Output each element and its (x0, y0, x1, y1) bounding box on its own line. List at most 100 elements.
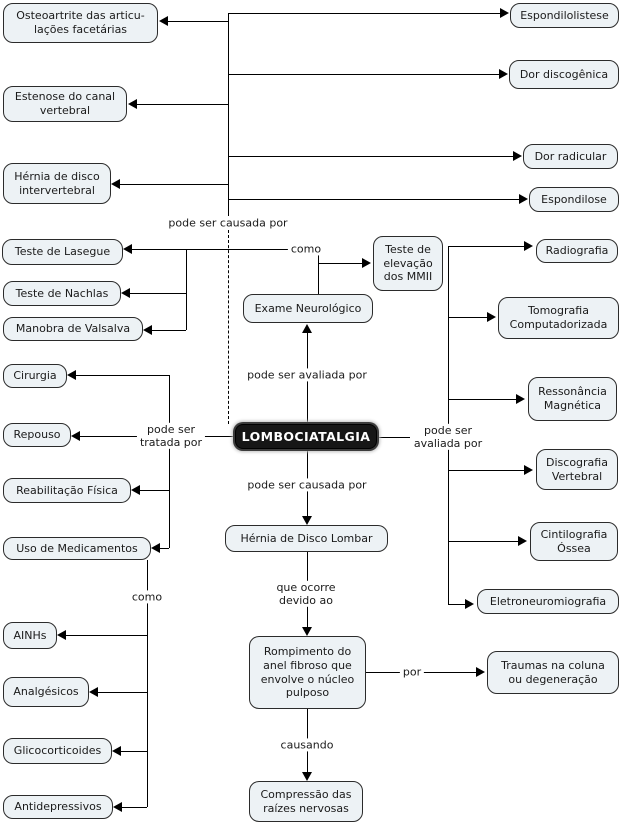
node-hernia-disco-intervertebral[interactable]: Hérnia de disco intervertebral (3, 163, 111, 204)
connector-line (377, 437, 410, 438)
arrowhead-icon (302, 772, 312, 781)
connector-line (137, 104, 228, 105)
arrowhead-icon (67, 370, 76, 380)
node-espondilolistese[interactable]: Espondilolistese (510, 3, 619, 28)
node-antidepressivos[interactable]: Antidepressivos (3, 795, 113, 819)
connector-line (448, 604, 466, 605)
node-cirurgia[interactable]: Cirurgia (3, 364, 67, 388)
connector-line (132, 249, 318, 250)
node-compressao-raizes-nervosas[interactable]: Compressão das raízes nervosas (249, 781, 363, 822)
connector-line (160, 548, 169, 549)
node-analgesicos[interactable]: Analgésicos (3, 677, 89, 707)
connector-line (98, 692, 147, 693)
arrowhead-icon (159, 16, 168, 26)
node-ressonancia-magnetica[interactable]: Ressonância Magnética (528, 377, 617, 421)
connector-line (130, 293, 186, 294)
connector-line (120, 184, 228, 185)
arrowhead-icon (71, 431, 80, 441)
arrowhead-icon (302, 516, 312, 525)
arrowhead-icon (518, 536, 527, 546)
connector-line (186, 249, 187, 330)
node-uso-de-medicamentos[interactable]: Uso de Medicamentos (3, 537, 151, 560)
arrowhead-icon (123, 244, 132, 254)
arrowhead-icon (513, 151, 522, 161)
arrowhead-icon (500, 8, 509, 18)
arrowhead-icon (524, 241, 533, 251)
connector-line (228, 74, 500, 75)
link-label-causada-baixo: pode ser causada por (244, 478, 370, 492)
node-reabilitacao-fisica[interactable]: Reabilitação Física (3, 478, 131, 503)
link-label-como-testes: como (287, 242, 325, 256)
arrowhead-icon (487, 312, 496, 322)
node-tomografia-computadorizada[interactable]: Tomografia Computadorizada (498, 297, 619, 339)
node-dor-discogenica[interactable]: Dor discogênica (509, 60, 619, 89)
node-traumas-degeneracao[interactable]: Traumas na coluna ou degeneração (487, 651, 619, 694)
link-label-como-medicamentos: como (128, 590, 166, 604)
node-teste-de-nachlas[interactable]: Teste de Nachlas (3, 281, 121, 306)
arrowhead-icon (131, 485, 140, 495)
arrowhead-icon (151, 543, 160, 553)
arrowhead-icon (121, 288, 130, 298)
arrowhead-icon (143, 325, 152, 335)
connector-line (448, 317, 488, 318)
connector-line (228, 13, 501, 14)
connector-line (318, 249, 319, 294)
arrowhead-icon (476, 667, 485, 677)
node-exame-neurologico[interactable]: Exame Neurológico (243, 294, 373, 323)
node-teste-elevacao-mmii[interactable]: Teste de elevação dos MMII (373, 236, 443, 291)
connector-line (228, 13, 229, 216)
connector-line-dashed (228, 230, 229, 424)
arrowhead-icon (519, 194, 528, 204)
connector-line (122, 807, 147, 808)
arrowhead-icon (89, 687, 98, 697)
connector-line (448, 246, 525, 247)
arrowhead-icon (302, 627, 312, 636)
connector-line (228, 199, 520, 200)
connector-line (228, 156, 514, 157)
connector-line (168, 21, 228, 22)
node-rompimento-anel-fibroso[interactable]: Rompimento do anel fibroso que envolve o… (249, 636, 366, 709)
node-teste-de-lasegue[interactable]: Teste de Lasegue (2, 239, 123, 265)
link-label-causando: causando (277, 738, 337, 752)
link-label-tratada: pode ser tratada por (136, 422, 206, 450)
link-label-avaliada-centro: pode ser avaliada por (244, 368, 370, 382)
node-radiografia[interactable]: Radiografia (536, 239, 618, 263)
arrowhead-icon (57, 630, 66, 640)
node-manobra-de-valsalva[interactable]: Manobra de Valsalva (3, 317, 143, 341)
node-eletroneuromiografia[interactable]: Eletroneuromiografia (477, 589, 619, 614)
connector-line (169, 375, 170, 548)
link-label-causada-top: pode ser causada por (165, 216, 291, 230)
connector-line (448, 470, 525, 471)
connector-line (140, 490, 169, 491)
node-glicocorticoides[interactable]: Glicocorticoides (3, 738, 112, 764)
node-dor-radicular[interactable]: Dor radicular (523, 144, 618, 169)
arrowhead-icon (111, 179, 120, 189)
node-espondilose[interactable]: Espondilose (529, 187, 619, 212)
node-ainhs[interactable]: AINHs (3, 622, 57, 649)
node-hernia-de-disco-lombar[interactable]: Hérnia de Disco Lombar (225, 525, 388, 552)
arrowhead-icon (128, 99, 137, 109)
link-label-por: por (399, 665, 425, 679)
node-repouso[interactable]: Repouso (3, 423, 71, 447)
connector-line (121, 751, 147, 752)
node-estenose-canal-vertebral[interactable]: Estenose do canal vertebral (3, 86, 127, 122)
link-label-avaliada-direita: pode ser avaliada por (410, 423, 486, 451)
arrowhead-icon (302, 324, 312, 333)
arrowhead-icon (112, 746, 121, 756)
arrowhead-icon (465, 599, 474, 609)
arrowhead-icon (362, 258, 371, 268)
node-discografia-vertebral[interactable]: Discografia Vertebral (536, 449, 618, 490)
connector-line (76, 375, 169, 376)
node-osteoartrite-articulacoes-facetarias[interactable]: Osteoartrite das articu- lações facetári… (3, 3, 158, 43)
connector-line (152, 330, 186, 331)
node-lombociatalgia-root[interactable]: LOMBOCIATALGIA (235, 424, 377, 449)
connector-line (448, 399, 517, 400)
connector-line (147, 560, 148, 807)
arrowhead-icon (499, 69, 508, 79)
connector-line (318, 263, 363, 264)
arrowhead-icon (524, 465, 533, 475)
arrowhead-icon (113, 802, 122, 812)
node-cintilografia-ossea[interactable]: Cintilografia Óssea (530, 522, 618, 561)
link-label-que-ocorre: que ocorre devido ao (273, 580, 339, 608)
